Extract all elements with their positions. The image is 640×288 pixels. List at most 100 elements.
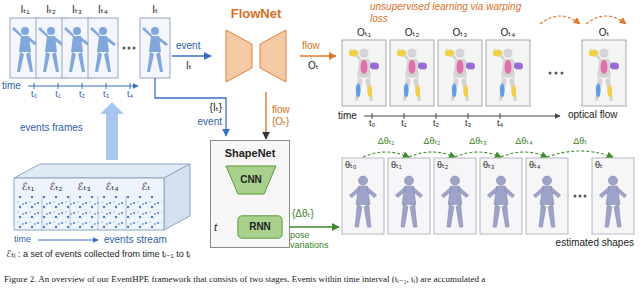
node-title: FlowNet <box>231 7 282 22</box>
flow-frame <box>390 40 434 106</box>
interval-dividers <box>42 196 126 230</box>
flow-connector <box>265 92 266 139</box>
pose-label: θₜ₃ <box>483 160 494 170</box>
pose-arcs <box>363 151 613 157</box>
pose-arc <box>547 151 613 157</box>
frame-label: Iₜ₁ <box>20 4 29 16</box>
rnn-block: RNN <box>237 215 283 239</box>
tick-label: t₂ <box>79 89 85 99</box>
flow-figure <box>397 48 427 100</box>
frame-label: Iₜ <box>152 4 158 16</box>
pose-output-arrow <box>284 226 339 227</box>
axis-label: time <box>2 80 21 92</box>
tick-label: t₄ <box>497 118 503 128</box>
pose-label: θₜ <box>595 160 603 170</box>
node-title: RNN <box>249 221 271 233</box>
pose-label: θₜ₀ <box>345 160 356 170</box>
pose-arc <box>455 152 501 157</box>
event-figure <box>90 27 116 72</box>
axis-line <box>28 86 138 87</box>
pose-label: θₜ₁ <box>391 160 402 170</box>
ellipsis-dot <box>133 47 136 50</box>
pose-label: θₜ₂ <box>437 160 448 170</box>
shape-frame <box>434 158 476 234</box>
ellipsis-dot <box>579 195 582 198</box>
event-frame <box>140 18 170 78</box>
ellipsis-dot <box>584 195 587 198</box>
event-input-arrow <box>155 78 226 136</box>
shape-figure <box>395 176 422 227</box>
shape-figure <box>349 176 376 227</box>
stream-front <box>14 178 164 230</box>
flow-frame <box>582 40 626 106</box>
frame-label: Oₜ₄ <box>501 27 516 39</box>
input-label: Iₜ <box>186 60 192 72</box>
axis-ticks <box>34 83 130 89</box>
tick-label: t₂ <box>433 118 439 128</box>
time-axis <box>364 113 560 119</box>
shape-frame <box>342 158 384 234</box>
flow-output-arrow <box>300 55 336 56</box>
connector-label: flow {Oₜ} <box>271 104 303 127</box>
shape-frame <box>592 158 634 234</box>
network-icon <box>214 26 298 90</box>
interval-label: ℰₜ₃ <box>77 181 90 193</box>
flow-figure <box>589 48 619 100</box>
pose-delta-label: Δθₜ₃ <box>469 136 486 146</box>
shape-frames <box>342 158 634 234</box>
event-figure <box>38 27 64 72</box>
pose-arc <box>409 152 455 157</box>
output-label: pose variations <box>290 230 340 251</box>
tick-label: t₀ <box>369 118 375 128</box>
stream-side <box>164 164 190 230</box>
frame-label: Iₜ₃ <box>72 4 82 16</box>
warping-arcs <box>540 16 626 24</box>
pose-arc <box>501 152 547 157</box>
warp-arc <box>540 16 580 24</box>
tick-label: t₄ <box>127 89 133 99</box>
flow-figure <box>349 48 379 100</box>
frame-label: Iₜ₄ <box>98 4 108 16</box>
definition-note: ℰₜᵢ : a set of events collected from tim… <box>6 249 211 259</box>
shape-figure <box>487 176 514 227</box>
node-title: CNN <box>240 174 262 186</box>
stream-time-arrow <box>38 240 98 241</box>
flow-figure <box>493 48 523 100</box>
axis-line <box>364 116 560 117</box>
flow-frames <box>342 40 626 106</box>
shape-frame <box>526 158 568 234</box>
loop-label: t <box>214 221 217 234</box>
input-label: event <box>176 40 200 52</box>
frame-label: Oₜ₃ <box>453 27 468 39</box>
cnn-shape <box>226 166 276 194</box>
output-label: Oₜ <box>308 60 319 72</box>
pose-delta-label: Δθₜ₂ <box>423 136 440 146</box>
frame-label: Oₜ₁ <box>357 27 371 39</box>
tick-label: t₁ <box>55 89 61 99</box>
cnn-block: CNN <box>225 165 277 195</box>
panel-label: optical flow <box>568 109 617 121</box>
shape-frame <box>480 158 522 234</box>
flow-frame <box>486 40 530 106</box>
flow-frame <box>342 40 386 106</box>
flownet-block: FlowNet <box>214 4 298 92</box>
ellipsis-dot <box>555 72 558 75</box>
event-frames <box>10 18 170 78</box>
encoder-shape <box>226 30 252 82</box>
event-figure <box>12 27 38 72</box>
accumulate-arrow <box>100 102 124 160</box>
shape-figure <box>441 176 468 227</box>
stream-top <box>14 164 190 178</box>
figure-caption: Figure 2. An overview of our EventHPE fr… <box>4 274 485 284</box>
event-figure <box>142 27 168 72</box>
tick-label: t₁ <box>401 118 407 128</box>
ellipsis-dot <box>549 72 552 75</box>
ellipsis-dot <box>123 47 126 50</box>
pose-arc <box>363 152 409 157</box>
loss-note: unsupervised learning via warping loss <box>370 1 535 24</box>
warp-arc <box>586 16 626 24</box>
output-label: flow <box>302 40 320 52</box>
tick-label: t₀ <box>31 89 37 99</box>
decoder-shape <box>260 30 286 82</box>
pose-delta-label: Δθₜ <box>573 136 587 146</box>
